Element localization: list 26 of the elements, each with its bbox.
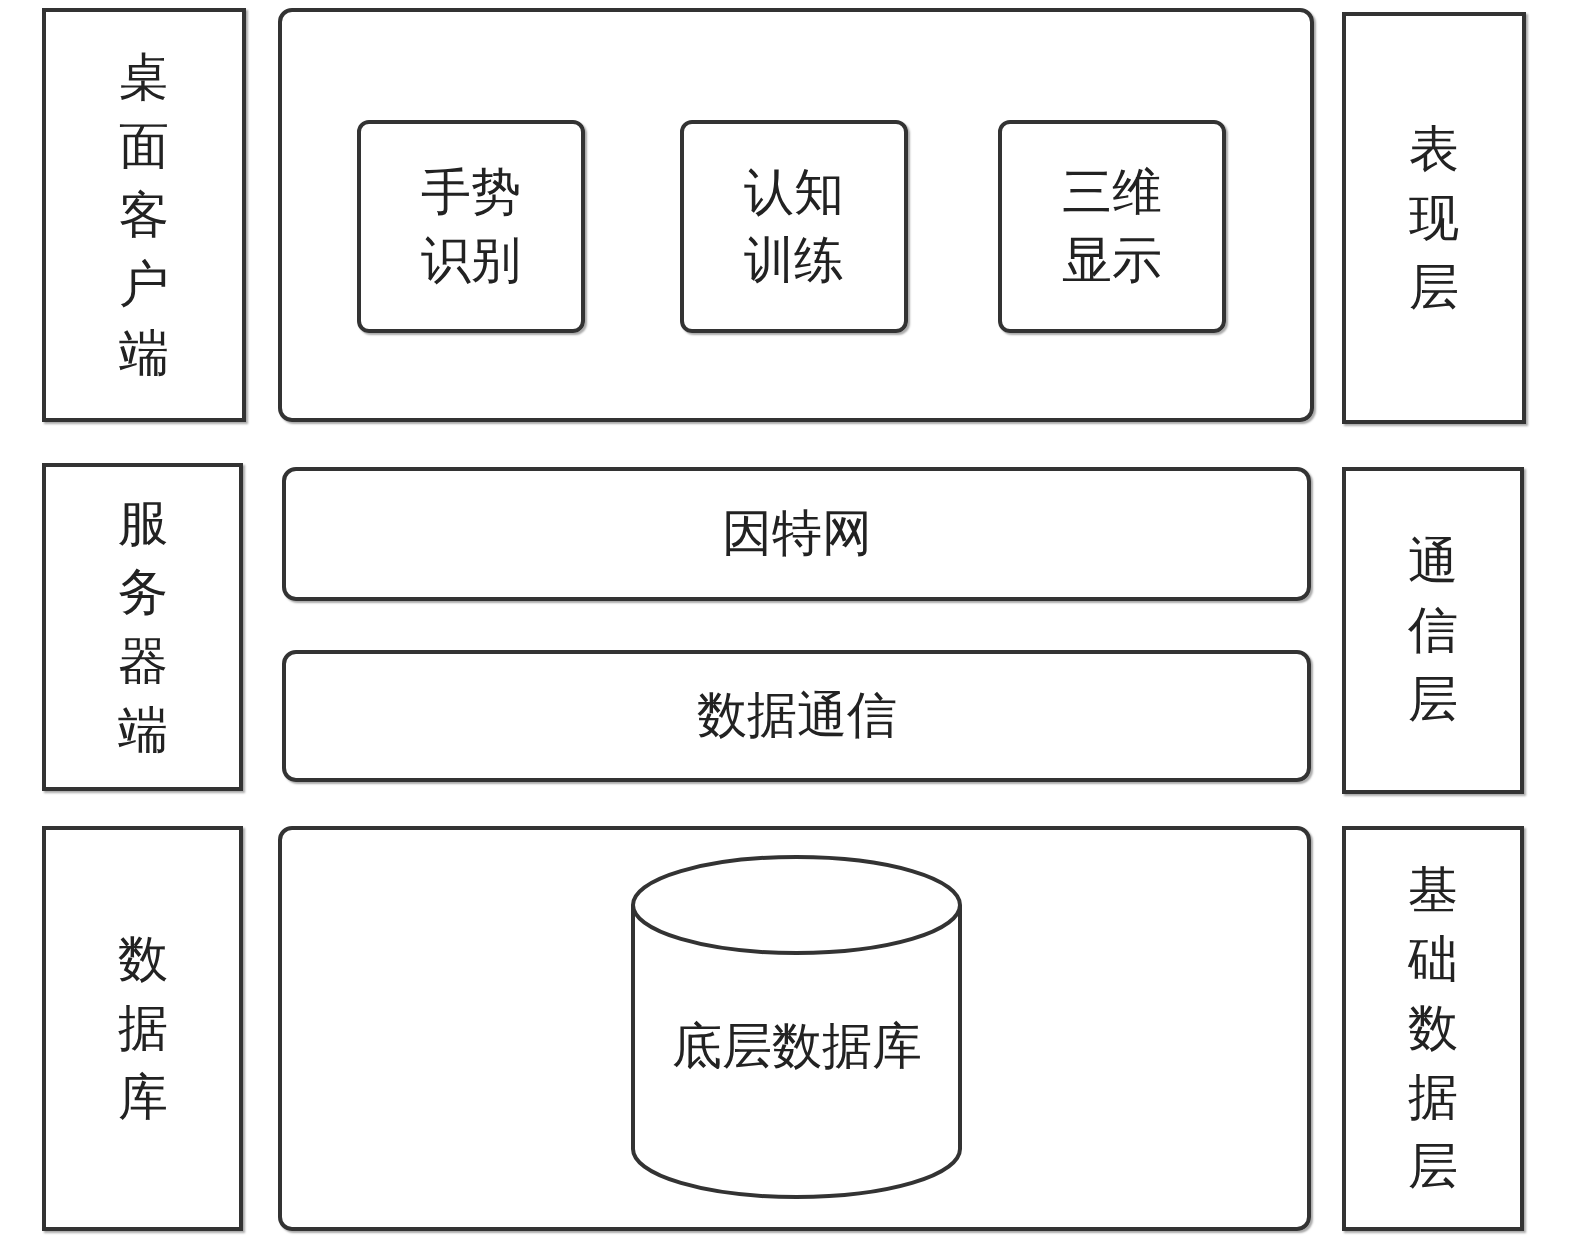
- node-label: 三维显示: [1061, 162, 1163, 291]
- node-label: 认知训练: [743, 162, 845, 291]
- layer-box: [998, 120, 1226, 333]
- node-label: 因特网: [721, 503, 872, 565]
- layer-box: [1342, 12, 1526, 424]
- layer-box: [282, 467, 1311, 601]
- node-label: 数据通信: [696, 685, 897, 747]
- layer-box: [278, 8, 1314, 422]
- node-label: 底层数据库: [671, 1016, 922, 1078]
- layer-box: [278, 826, 1311, 1231]
- layer-box: [680, 120, 908, 333]
- node-label: 通信层: [1408, 531, 1458, 730]
- layer-box: [42, 463, 243, 791]
- layer-box: [1342, 826, 1524, 1231]
- layer-box: [1342, 467, 1524, 794]
- node-label: 数据库: [117, 929, 168, 1128]
- node-label: 服务器端: [117, 493, 168, 761]
- node-label: 基础数据层: [1408, 860, 1458, 1197]
- layer-box: [282, 650, 1311, 782]
- node-label: 手势识别: [420, 162, 522, 291]
- layer-box: [42, 8, 246, 422]
- layer-box: [357, 120, 585, 333]
- node-label: 桌面客户端: [119, 46, 169, 384]
- database-cylinder: [630, 857, 963, 1197]
- node-label: 表现层: [1409, 118, 1459, 318]
- layer-box: [42, 826, 243, 1231]
